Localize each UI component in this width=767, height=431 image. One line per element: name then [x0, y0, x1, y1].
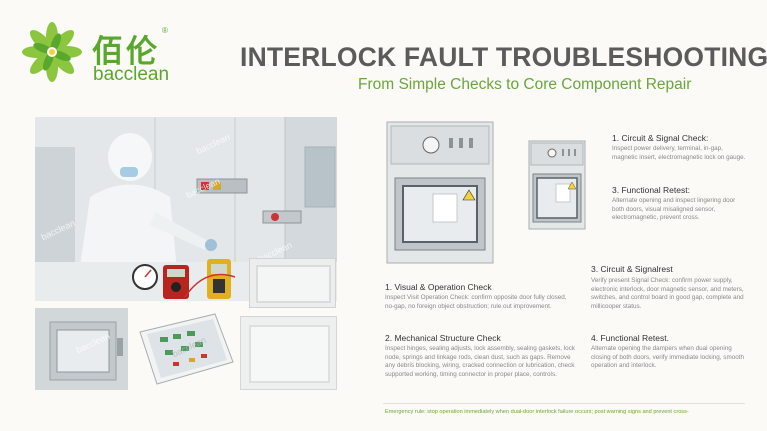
warning-icon — [462, 189, 476, 201]
step-4-body: Alternate opening the dampers when dual … — [591, 345, 744, 370]
cabinet-photo — [240, 316, 337, 390]
brand-name-cn: 佰伦 — [92, 34, 160, 70]
step-3-heading: 3. Circuit & Signalrest — [591, 264, 673, 274]
emergency-note: Emergency rule: stop operation immediate… — [385, 409, 689, 415]
right-top-body-2: Alternate opening and inspect lingering … — [612, 197, 736, 222]
pass-box-icon — [528, 140, 586, 230]
cleanroom-photo: bacclean bacclean bacclean bacclean — [35, 117, 337, 301]
page-subtitle: From Simple Checks to Core Component Rep… — [358, 76, 692, 93]
small-pass-box-photo — [528, 140, 586, 230]
step-1-heading: 1. Visual & Operation Check — [385, 282, 492, 292]
circuit-board-icon — [139, 313, 234, 385]
multimeter-icon — [163, 265, 189, 299]
step-1-body: Inspect Visit Operation Check: confirm o… — [385, 294, 567, 310]
page-title: INTERLOCK FAULT TROUBLESHOOTING — [240, 42, 767, 72]
circuit-board-photo: bacclean — [135, 312, 235, 388]
footer-divider — [383, 403, 745, 404]
clamp-meter-icon — [207, 259, 231, 299]
pass-box-photo: bacclean — [35, 308, 128, 390]
brand-name-en: bacclean — [93, 64, 170, 85]
step-2-heading: 2. Mechanical Structure Check — [385, 333, 501, 343]
right-top-body-1: Inspect power delivery, terminal, in-gap… — [612, 145, 746, 161]
registered-mark: ® — [162, 26, 168, 35]
right-top-heading-2: 3. Functional Retest: — [612, 185, 690, 195]
step-3-body: Verify present Signal Check: confirm pow… — [591, 277, 744, 310]
pass-box-icon — [35, 308, 128, 390]
right-top-heading-1: 1. Circuit & Signal Check: — [612, 133, 709, 143]
pass-box-icon — [386, 121, 494, 264]
step-4-heading: 4. Functional Retest. — [591, 333, 669, 343]
door-panel-photo — [249, 258, 336, 308]
gauge-icon — [132, 264, 158, 290]
large-pass-box-photo — [385, 120, 495, 265]
step-2-body: Inspect hinges, sealing adjusts, lock as… — [385, 345, 575, 378]
lotus-logo-icon — [22, 22, 82, 82]
